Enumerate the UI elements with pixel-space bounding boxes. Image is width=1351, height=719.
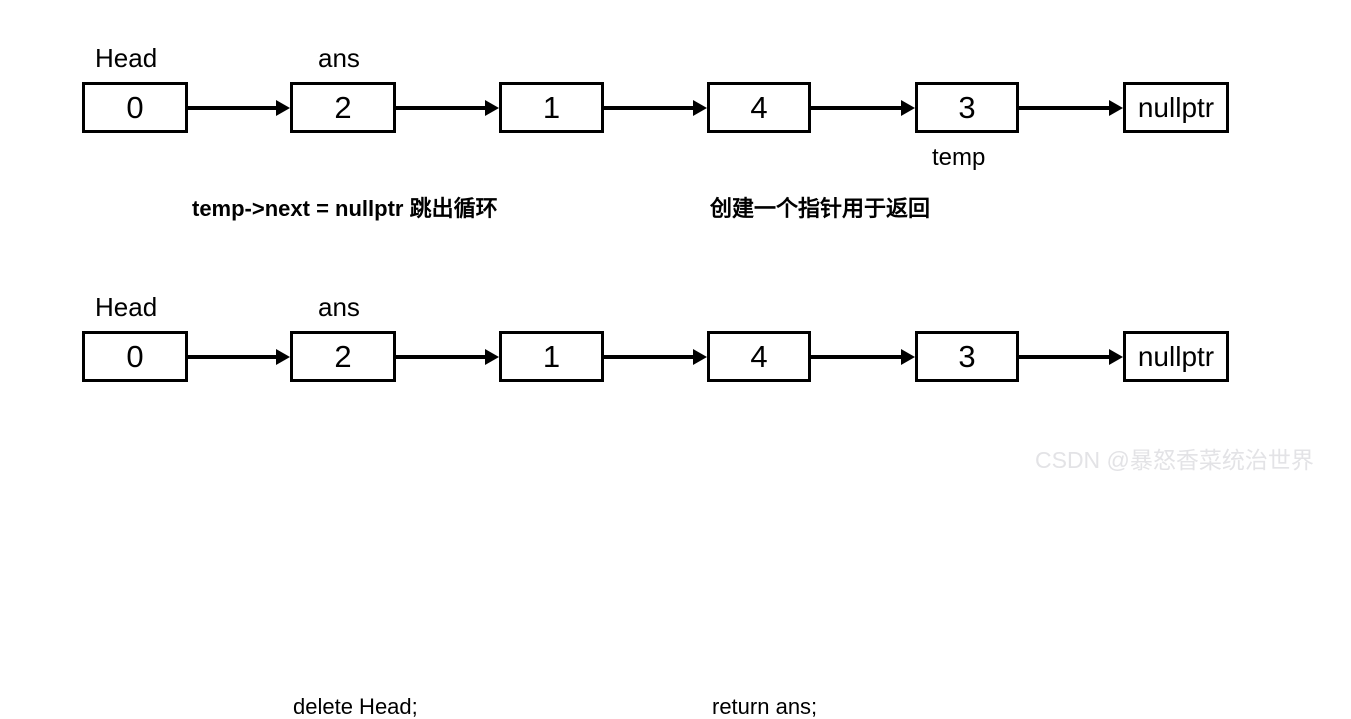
arrow-head <box>693 100 707 116</box>
arrow-shaft <box>1019 106 1111 110</box>
arrow-head <box>276 349 290 365</box>
arrow-shaft <box>188 106 278 110</box>
arrow-shaft <box>811 355 903 359</box>
arrow-head <box>901 349 915 365</box>
linked-list-diagram-page: { "page": { "background": "#ffffff", "st… <box>82 43 1314 718</box>
list-node: 2 <box>290 331 396 382</box>
arrow-head <box>1109 349 1123 365</box>
arrow-shaft <box>396 355 487 359</box>
caption-text: return ans; <box>712 694 818 719</box>
list-node: 4 <box>707 82 811 133</box>
watermark: CSDN @暴怒香菜统治世界 <box>1035 447 1314 473</box>
arrow-icon <box>1019 349 1123 365</box>
node-value: 0 <box>126 90 144 125</box>
caption-text: 创建一个指针用于返回 <box>710 196 931 221</box>
arrow-icon <box>604 100 707 116</box>
list-node: 3 <box>915 331 1019 382</box>
list-node: 1 <box>499 82 604 133</box>
list-node-null: nullptr <box>1123 331 1229 382</box>
arrow-head <box>485 100 499 116</box>
arrow-head <box>901 100 915 116</box>
arrow-icon <box>811 349 915 365</box>
caption-text: delete Head; <box>293 694 418 719</box>
arrow-shaft <box>811 106 903 110</box>
list-node: 0 <box>82 82 188 133</box>
pointer-label-head: Head <box>95 43 158 73</box>
list-node: 1 <box>499 331 604 382</box>
arrow-icon <box>1019 100 1123 116</box>
list-node-null: nullptr <box>1123 82 1229 133</box>
node-value: nullptr <box>1137 91 1215 123</box>
arrow-icon <box>188 349 290 365</box>
node-value: 4 <box>750 339 768 374</box>
node-value: 0 <box>126 339 144 374</box>
pointer-label-ans: ans <box>318 43 360 73</box>
caption-text: temp->next = nullptr 跳出循环 <box>192 196 498 221</box>
arrow-shaft <box>604 355 695 359</box>
arrow-head <box>693 349 707 365</box>
arrow-icon <box>396 349 499 365</box>
arrow-shaft <box>1019 355 1111 359</box>
arrow-head <box>276 100 290 116</box>
arrow-head <box>1109 100 1123 116</box>
arrow-icon <box>811 100 915 116</box>
list-node: 2 <box>290 82 396 133</box>
arrow-icon <box>604 349 707 365</box>
pointer-label-temp: temp <box>932 144 986 171</box>
list-node: 4 <box>707 331 811 382</box>
node-value: 4 <box>750 90 768 125</box>
pointer-label-head: Head <box>95 292 158 322</box>
pointer-label-ans: ans <box>318 292 360 322</box>
arrow-shaft <box>188 355 278 359</box>
arrow-shaft <box>604 106 695 110</box>
arrow-icon <box>188 100 290 116</box>
node-value: 2 <box>334 90 352 125</box>
node-value: 2 <box>334 339 352 374</box>
node-value: 1 <box>542 90 561 125</box>
arrow-shaft <box>396 106 487 110</box>
list-node: 3 <box>915 82 1019 133</box>
arrow-icon <box>396 100 499 116</box>
arrow-head <box>485 349 499 365</box>
list-node: 0 <box>82 331 188 382</box>
node-value: 3 <box>958 90 976 125</box>
node-value: nullptr <box>1137 340 1215 372</box>
node-value: 1 <box>542 339 561 374</box>
node-value: 3 <box>958 339 976 374</box>
